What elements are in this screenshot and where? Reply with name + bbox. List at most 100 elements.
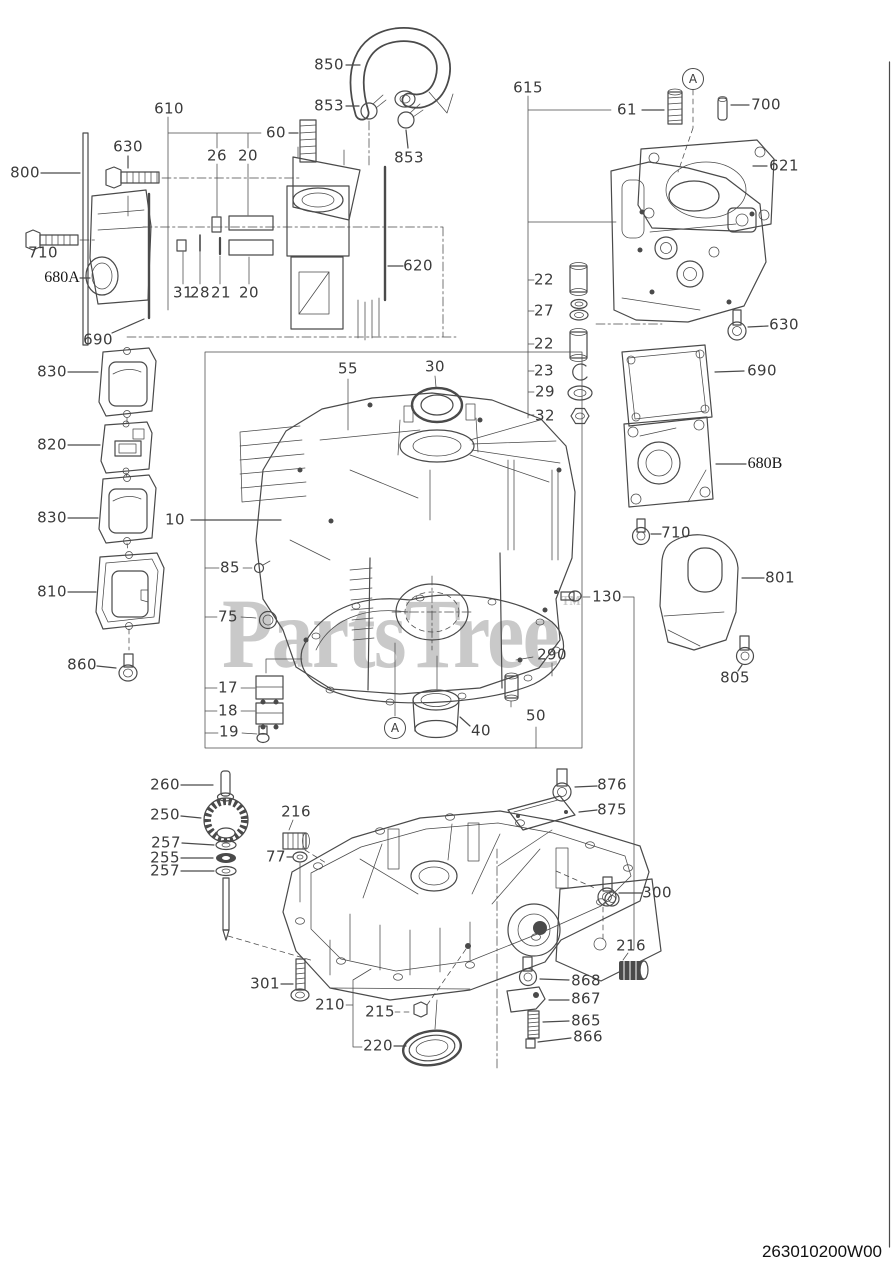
callout-260: 260 — [150, 775, 180, 794]
part-77-washer — [286, 851, 308, 903]
part-85-bolt — [253, 560, 271, 574]
part-710-bolt-right — [631, 518, 662, 546]
part-257-washer-2 — [180, 865, 315, 962]
callout-17: 17 — [218, 678, 238, 697]
part-630-bolt-left — [105, 155, 301, 189]
part-820-plate — [67, 420, 153, 475]
part-220-oil-seal — [393, 999, 463, 1067]
callout-820: 820 — [37, 435, 67, 454]
callout-22-2: 22 — [534, 334, 554, 353]
callout-20-1: 20 — [238, 146, 258, 165]
part-875-baffle — [497, 795, 598, 867]
callout-21: 21 — [211, 283, 231, 302]
callout-301: 301 — [250, 974, 280, 993]
callout-620: 620 — [403, 256, 433, 275]
part-50-bushing — [504, 672, 537, 749]
callout-300: 300 — [642, 883, 672, 902]
callout-18: 18 — [218, 701, 238, 720]
callout-680A: 680A — [44, 269, 80, 286]
callout-85: 85 — [220, 558, 240, 577]
part-865-spring — [527, 1010, 570, 1039]
callout-710-1: 710 — [28, 243, 58, 262]
part-866-pin — [525, 1037, 572, 1049]
callout-800: 800 — [10, 163, 40, 182]
callout-801: 801 — [765, 568, 795, 587]
watermark-tm-mark: TM — [561, 594, 581, 609]
callout-23: 23 — [534, 361, 554, 380]
part-830-plate-1 — [67, 347, 157, 418]
part-290-gasket — [300, 594, 565, 706]
part-61-stud — [641, 88, 683, 125]
marker-A-bottom: A — [384, 717, 406, 739]
callout-630-2: 630 — [769, 315, 799, 334]
part-615-cylinder-head — [610, 161, 767, 323]
plate-stack-axis — [125, 417, 130, 651]
part-700-pin — [717, 96, 750, 121]
callout-866: 866 — [573, 1027, 603, 1046]
callout-865: 865 — [571, 1011, 601, 1030]
part-216-plug-bottom — [602, 906, 649, 980]
callout-290: 290 — [537, 645, 567, 664]
part-301-bolt — [280, 958, 310, 1002]
part-30-oil-seal — [410, 386, 464, 424]
parts-valve-column — [567, 262, 663, 425]
callout-216-1: 216 — [281, 802, 311, 821]
part-250-governor-gear — [180, 797, 249, 843]
part-710-bolt-left — [25, 229, 98, 251]
assembly-box-10 — [190, 351, 583, 749]
callout-216-2: 216 — [616, 936, 646, 955]
part-210-oil-pan — [282, 810, 662, 1001]
part-19-bolt — [256, 725, 270, 744]
callout-31: 31 — [173, 283, 193, 302]
callout-805: 805 — [720, 668, 750, 687]
callout-130: 130 — [592, 587, 622, 606]
part-630-bolt-right — [727, 309, 769, 341]
part-620-gasket — [126, 165, 457, 338]
part-850-hose — [345, 27, 454, 121]
callout-257-1: 257 — [151, 833, 181, 852]
marker-a-top-leader — [677, 89, 694, 173]
part-216-plug-top — [282, 819, 327, 864]
part-805-bolt — [735, 635, 755, 672]
part-621-head-gasket — [637, 139, 775, 232]
bracket-210 — [345, 968, 372, 1048]
callout-28: 28 — [190, 283, 210, 302]
callout-40: 40 — [471, 721, 491, 740]
part-215-nut — [394, 943, 471, 1018]
callout-630-1: 630 — [113, 137, 143, 156]
callout-50: 50 — [526, 706, 546, 725]
part-853-clamp-2 — [397, 103, 424, 149]
callout-60: 60 — [266, 123, 286, 142]
part-690-head-cover-gasket — [621, 344, 745, 427]
part-690-gasket-left — [111, 192, 151, 334]
callout-700: 700 — [751, 95, 781, 114]
callout-257-2: 257 — [150, 861, 180, 880]
part-300-bolt — [555, 870, 643, 907]
part-carburetor-assembly — [286, 146, 380, 341]
bracket-610 — [167, 116, 262, 311]
callout-27: 27 — [534, 301, 554, 320]
callout-876: 876 — [597, 775, 627, 794]
callout-621: 621 — [769, 156, 799, 175]
callout-61: 61 — [617, 100, 637, 119]
callout-220: 220 — [363, 1036, 393, 1055]
callout-850: 850 — [314, 55, 344, 74]
part-876-bolt — [552, 768, 598, 802]
callout-690-2: 690 — [747, 361, 777, 380]
part-680B-cover — [623, 416, 747, 508]
part-801-bracket — [659, 534, 765, 651]
callout-680B: 680B — [747, 455, 783, 472]
part-867-guide — [506, 986, 570, 1013]
watermark-text: PartsTree — [222, 578, 560, 689]
part-10-crankcase — [239, 392, 576, 695]
callout-853-1: 853 — [314, 96, 344, 115]
callout-26: 26 — [207, 146, 227, 165]
callout-810: 810 — [37, 582, 67, 601]
callout-867: 867 — [571, 989, 601, 1008]
callout-75: 75 — [218, 607, 238, 626]
part-800-rod — [40, 132, 89, 346]
callout-29: 29 — [535, 382, 555, 401]
